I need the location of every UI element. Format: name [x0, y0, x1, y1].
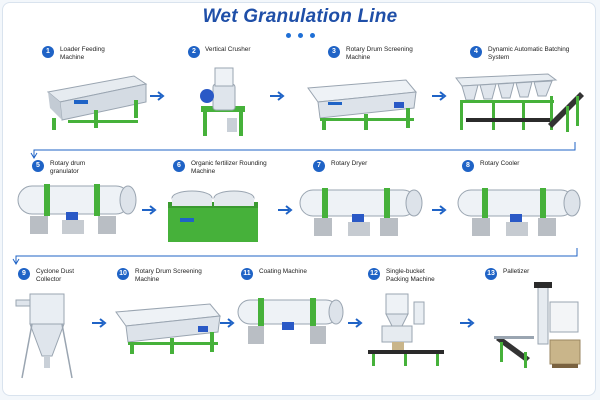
step-label-9: Cyclone Dust Collector [36, 268, 75, 283]
dot [310, 33, 315, 38]
packing-machine-icon [368, 293, 444, 366]
step-number-10: 10 [117, 268, 129, 280]
step-label-6: Organic fertilizer Rounding Machine [191, 160, 267, 175]
rotary-screen-icon [115, 303, 221, 354]
batching-system-icon [455, 73, 584, 132]
vertical-crusher-icon [200, 67, 245, 136]
flow-arrow-icon [278, 205, 293, 215]
flow-arrow-icon [150, 91, 165, 101]
loader-feeder-icon [46, 75, 148, 130]
step-number-5: 5 [32, 160, 44, 172]
rotary-screen-icon [307, 79, 417, 130]
cyclone-collector-icon [15, 293, 73, 379]
row-connector-line [30, 142, 576, 159]
step-number-13: 13 [485, 268, 497, 280]
palletizer-icon [494, 282, 581, 368]
step-number-11: 11 [241, 268, 253, 280]
row-connector-line [12, 248, 578, 265]
step-label-7: Rotary Dryer [331, 160, 368, 167]
flow-arrow-icon [460, 318, 475, 328]
title-dots-decoration [286, 33, 316, 39]
step-label-4: Dynamic Automatic Batching System [488, 46, 570, 61]
step-label-10: Rotary Drum Screening Machine [135, 268, 202, 283]
step-number-9: 9 [18, 268, 30, 280]
step-number-6: 6 [173, 160, 185, 172]
step-number-7: 7 [313, 160, 325, 172]
step-number-12: 12 [368, 268, 380, 280]
dot [298, 33, 303, 38]
flow-arrow-icon [142, 205, 157, 215]
rotary-cooler-icon [457, 188, 581, 236]
rounding-machine-icon [168, 190, 258, 242]
step-label-5: Rotary drum granulator [50, 160, 86, 175]
flow-arrow-icon [92, 318, 107, 328]
step-label-13: Palletizer [503, 268, 530, 275]
dot [286, 33, 291, 38]
step-number-4: 4 [470, 46, 482, 58]
flow-arrow-icon [270, 91, 285, 101]
step-label-11: Coating Machine [259, 268, 307, 275]
flow-arrow-icon [348, 318, 363, 328]
step-number-8: 8 [462, 160, 474, 172]
step-number-3: 3 [328, 46, 340, 58]
step-label-8: Rotary Cooler [480, 160, 520, 167]
flow-arrow-icon [432, 205, 447, 215]
step-label-12: Single-bucket Packing Machine [386, 268, 435, 283]
rotary-dryer-icon [299, 188, 423, 236]
page-title: Wet Granulation Line [202, 6, 398, 27]
step-label-1: Loader Feeding Machine [60, 46, 105, 61]
step-label-2: Vertical Crusher [205, 46, 251, 53]
drum-granulator-icon [17, 184, 137, 234]
flow-arrow-icon [432, 91, 447, 101]
step-number-2: 2 [188, 46, 200, 58]
step-number-1: 1 [42, 46, 54, 58]
flow-arrow-icon [220, 318, 235, 328]
step-label-3: Rotary Drum Screening Machine [346, 46, 413, 61]
coating-machine-icon [237, 298, 344, 344]
